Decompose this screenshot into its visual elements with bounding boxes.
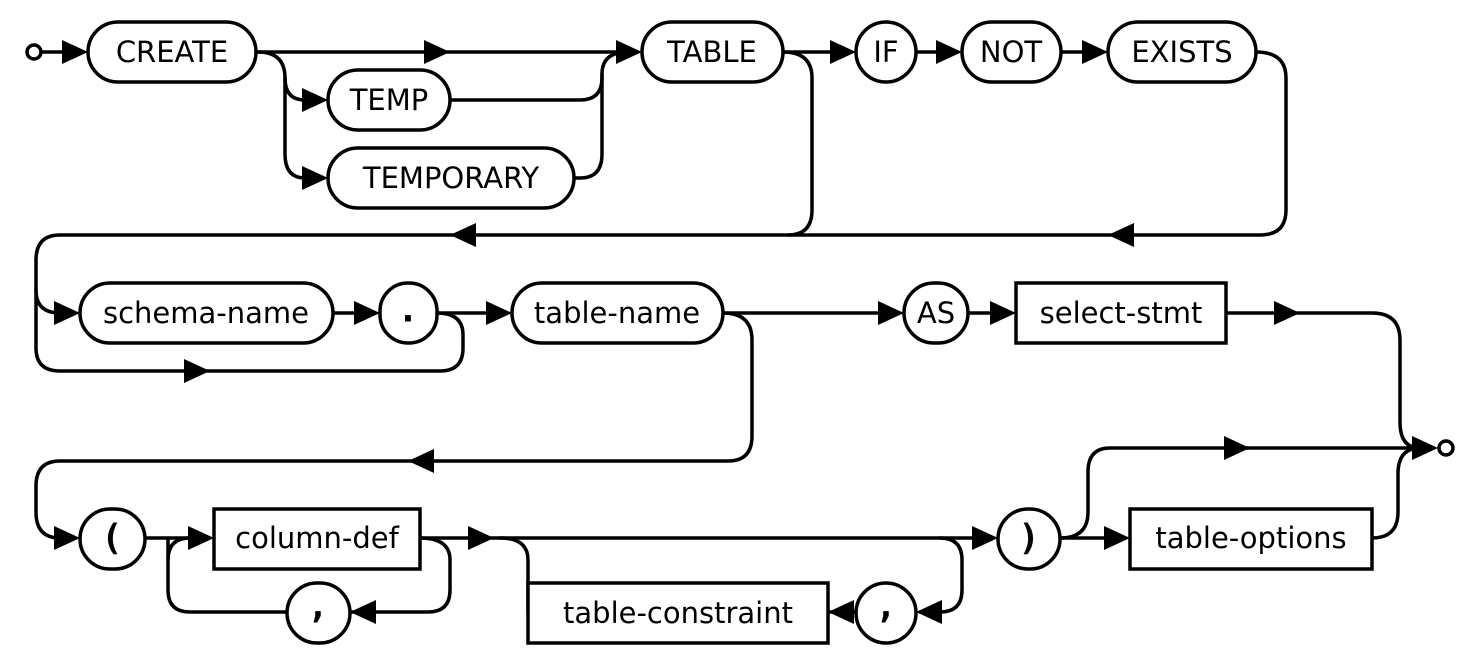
table-name-node: table-name (510, 281, 725, 345)
table-constraint-label: table-constraint (563, 596, 793, 630)
arrow-left-icon (408, 449, 434, 473)
keyword-temp: TEMP (326, 68, 452, 132)
arrow-right-icon (486, 301, 512, 325)
keyword-exists: EXISTS (1106, 20, 1258, 84)
arrow-right-icon (1082, 40, 1108, 64)
keyword-table: TABLE (640, 20, 785, 84)
arrow-right-icon (1274, 301, 1300, 325)
comma-constraint-node: , (854, 581, 918, 645)
arrow-right-icon (302, 88, 328, 112)
open-paren-node: ( (78, 507, 147, 571)
table-name-label: table-name (534, 296, 700, 330)
start-terminal (25, 43, 43, 61)
close-paren-node: ) (996, 507, 1062, 571)
arrow-right-icon (184, 359, 210, 383)
arrow-left-icon (450, 223, 476, 247)
arrow-right-icon (302, 166, 328, 190)
keyword-temporary-label: TEMPORARY (362, 161, 539, 195)
arrow-right-icon (616, 40, 642, 64)
arrow-right-icon (54, 526, 80, 550)
arrowheads (54, 40, 1438, 624)
arrow-right-icon (1224, 436, 1250, 460)
select-stmt-node: select-stmt (1014, 281, 1228, 345)
schema-name-label: schema-name (103, 296, 309, 330)
keyword-create-label: CREATE (116, 35, 228, 69)
arrow-right-icon (1104, 526, 1130, 550)
arrow-right-icon (1412, 436, 1438, 460)
dot-label: . (397, 290, 419, 331)
keyword-not-label: NOT (980, 35, 1043, 69)
arrow-left-icon (828, 600, 854, 624)
column-def-label: column-def (235, 521, 399, 555)
keyword-exists-label: EXISTS (1131, 35, 1232, 69)
end-terminal (1437, 439, 1455, 457)
arrow-right-icon (878, 301, 904, 325)
open-paren-label: ( (101, 518, 123, 559)
select-stmt-label: select-stmt (1040, 296, 1203, 330)
arrow-right-icon (468, 526, 494, 550)
comma-column-label: , (307, 586, 329, 627)
keyword-if: IF (854, 20, 918, 84)
keyword-temp-label: TEMP (349, 83, 429, 117)
connector-lines (34, 50, 1432, 614)
arrow-right-icon (990, 301, 1016, 325)
column-def-node: column-def (212, 507, 422, 571)
arrow-right-icon (830, 40, 856, 64)
table-options-label: table-options (1155, 521, 1346, 555)
arrow-left-icon (1108, 223, 1134, 247)
arrow-right-icon (62, 40, 88, 64)
arrow-right-icon (972, 526, 998, 550)
schema-name-node: schema-name (78, 281, 335, 345)
arrow-right-icon (54, 301, 80, 325)
dot-node: . (378, 281, 439, 345)
arrow-left-icon (350, 600, 376, 624)
arrow-right-icon (936, 40, 962, 64)
arrow-left-icon (916, 600, 942, 624)
keyword-not: NOT (960, 20, 1063, 84)
keyword-temporary: TEMPORARY (326, 146, 576, 210)
arrow-right-icon (424, 40, 450, 64)
table-options-node: table-options (1128, 507, 1374, 571)
arrow-right-icon (354, 301, 380, 325)
keyword-table-label: TABLE (666, 35, 757, 69)
table-constraint-node: table-constraint (526, 581, 830, 645)
arrow-right-icon (188, 526, 214, 550)
keyword-create: CREATE (86, 20, 258, 84)
keyword-as-label: AS (917, 296, 955, 330)
close-paren-label: ) (1018, 518, 1040, 559)
comma-constraint-label: , (875, 586, 897, 627)
keyword-if-label: IF (873, 35, 898, 69)
comma-column-node: , (285, 581, 352, 645)
keyword-as: AS (902, 281, 970, 345)
